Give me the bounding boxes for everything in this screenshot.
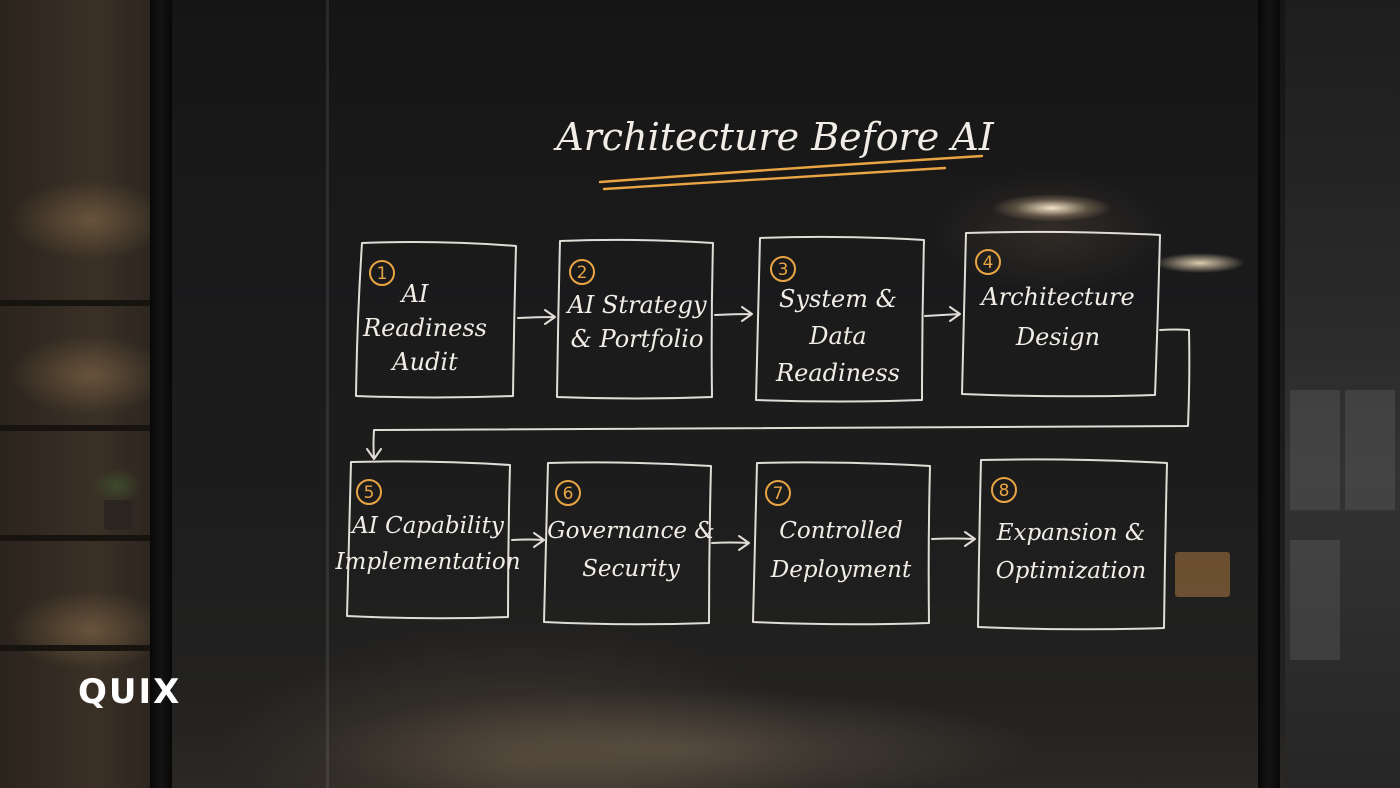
title-underline [598,154,984,191]
step-1-label-line: AI [400,280,429,308]
glass-frame-right [1258,0,1280,788]
step-2-number: 2 [577,263,588,283]
step-6-number-circle [555,480,581,506]
brand-logo: QUIX [78,672,182,712]
step-4-number-circle [975,249,1001,275]
bookshelf [0,0,160,788]
step-5-number-circle [356,479,382,505]
step-3-number: 3 [778,260,789,280]
box-7 [752,461,931,626]
box-4 [961,230,1161,398]
plant-pot [104,500,132,530]
step-5-label-line: Implementation [334,549,520,575]
glass-frame-left [150,0,172,788]
box-2 [556,238,714,400]
step-1-label-line: Readiness [362,314,487,342]
step-7-label-line: Controlled [779,518,902,544]
diagram-title: Architecture Before AI [553,115,995,159]
step-6-label-line: Security [582,556,681,582]
arrow-2-3 [714,306,753,322]
box-6 [543,461,712,626]
step-7-label-line: Deployment [770,557,912,583]
step-7-number: 7 [773,484,784,504]
glass-edge [326,0,329,788]
plant [92,462,142,502]
step-8-number: 8 [999,481,1010,501]
step-2-label-line: & Portfolio [571,325,704,353]
arrow-7-8 [931,531,976,547]
step-1-number: 1 [377,264,388,284]
arrow-5-6 [511,532,545,548]
step-3-label-line: Readiness [775,359,900,387]
box-1 [355,241,517,399]
step-6-label-line: Governance & [547,518,714,544]
box-3 [755,235,925,403]
step-2-label-line: AI Strategy [565,291,707,319]
box-8 [977,458,1168,631]
step-8-label-line: Expansion & [996,520,1146,546]
step-1-number-circle [369,260,395,286]
step-3-number-circle [770,256,796,282]
step-4-label-line: Architecture [979,283,1134,311]
desk-lamp [1175,552,1230,597]
step-5-number: 5 [364,483,375,503]
step-7-number-circle [765,480,791,506]
step-1-label-line: Audit [390,348,458,376]
floor-reflection [300,690,1050,788]
arrow-6-7 [711,535,750,551]
step-5-label-line: AI Capability [350,513,505,539]
step-3-label-line: System & [779,285,897,313]
step-6-number: 6 [563,484,574,504]
right-office-area [1285,0,1400,788]
step-8-label-line: Optimization [996,558,1146,584]
step-2-number-circle [569,259,595,285]
step-8-number-circle [991,477,1017,503]
arrow-4-5 [366,328,1191,460]
step-4-number: 4 [983,253,994,273]
box-5 [346,460,511,620]
step-3-label-line: Data [808,322,867,350]
step-4-label-line: Design [1015,323,1100,351]
arrow-3-4 [924,306,961,322]
arrow-1-2 [517,309,556,325]
